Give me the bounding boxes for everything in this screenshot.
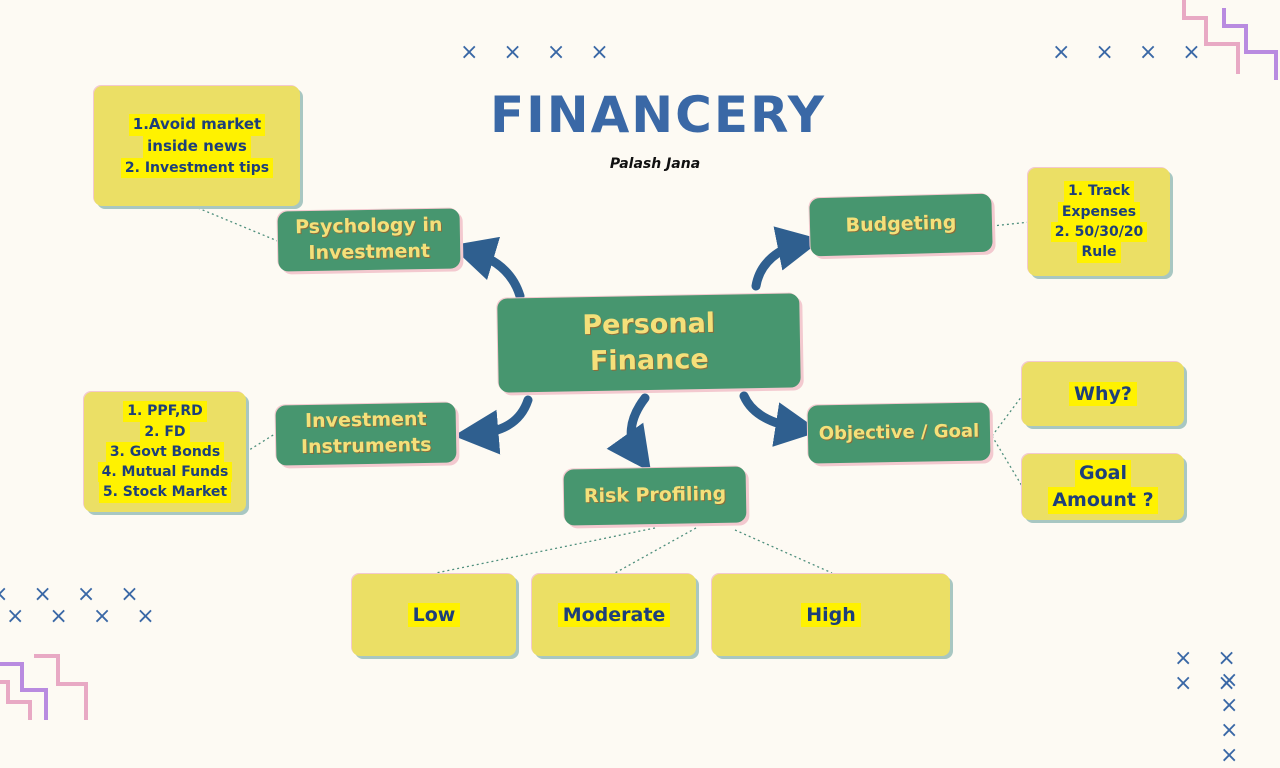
budgeting-tip-1: 1. Track [1064, 181, 1134, 202]
node-budgeting: Budgeting [809, 193, 993, 257]
connector-risk-high [734, 529, 833, 574]
decor-x-marks-left-2: × × × × [6, 604, 164, 629]
risk-profiling-label: Risk Profiling [583, 482, 727, 508]
node-objective-goal: Objective / Goal [807, 402, 991, 464]
note-psychology-tips: 1.Avoid market inside news 2. Investment… [94, 86, 300, 206]
risk-level-high: High [712, 574, 950, 656]
psychology-tip-2: 2. Investment tips [120, 157, 274, 178]
note-instruments-list: 1. PPF,RD 2. FD 3. Govt Bonds 4. Mutual … [84, 392, 246, 512]
instrument-item: 5. Stock Market [98, 482, 232, 503]
arrow-to-psychology [450, 236, 525, 301]
author-name: Palash Jana [609, 156, 701, 172]
node-risk-profiling: Risk Profiling [563, 466, 747, 526]
psychology-tip-1-cont: inside news [143, 135, 251, 158]
arrow-to-risk [606, 393, 652, 473]
central-node-personal-finance: Personal Finance [497, 293, 801, 393]
page-title: FINANCERY [490, 86, 826, 144]
connector-psychology-tips [197, 207, 281, 243]
corner-stripe-top-right [1182, 0, 1240, 74]
connector-instruments-list [245, 431, 279, 453]
risk-level-low: Low [352, 574, 516, 656]
corner-stripe-top-right-2 [1222, 8, 1278, 80]
risk-level-moderate-label: Moderate [557, 603, 671, 627]
objective-goal-label: Objective / Goal [818, 420, 980, 445]
decor-x-marks-top-right: × × × × [1052, 40, 1210, 65]
connector-risk-low [435, 527, 656, 574]
instrument-item: 1. PPF,RD [123, 401, 207, 422]
decor-x-marks-right-2: × × × × [1220, 668, 1248, 768]
diagram-connectors [0, 0, 1278, 720]
instruments-line1: Investment [304, 408, 427, 433]
connector-risk-moderate [614, 527, 697, 574]
instrument-item: 4. Mutual Funds [97, 462, 233, 483]
connector-objective-goal [991, 435, 1023, 487]
budgeting-tip-1-cont: Expenses [1057, 201, 1141, 222]
instrument-item: 3. Govt Bonds [105, 441, 225, 463]
central-node-line2: Finance [589, 343, 709, 378]
arrow-to-budgeting [751, 226, 823, 291]
risk-level-low-label: Low [407, 603, 461, 627]
budgeting-tip-2: 2. 50/30/20 [1050, 222, 1148, 243]
goal-amount-line1: Goal [1075, 460, 1131, 487]
psychology-tip-1: 1.Avoid market [128, 114, 266, 136]
psychology-line1: Psychology in [294, 214, 443, 239]
connector-budgeting-tips [991, 221, 1031, 227]
goal-amount-line2: Amount ? [1048, 487, 1158, 514]
central-node-line1: Personal [582, 307, 716, 341]
instruments-line2: Instruments [300, 433, 432, 459]
arrow-to-instruments [453, 395, 533, 455]
node-investment-instruments: Investment Instruments [275, 402, 457, 466]
objective-why-label: Why? [1069, 382, 1137, 406]
instrument-item: 2. FD [140, 421, 190, 442]
corner-stripe-bottom-left-3 [34, 654, 88, 720]
note-objective-why: Why? [1022, 362, 1184, 426]
note-goal-amount: Goal Amount ? [1022, 454, 1184, 520]
connector-objective-why [991, 395, 1023, 437]
corner-stripe-bottom-left [0, 662, 48, 720]
corner-stripe-bottom-left-2 [0, 680, 32, 720]
decor-x-marks-top-left: × × × × [460, 40, 618, 65]
psychology-line2: Investment [308, 239, 431, 265]
risk-level-moderate: Moderate [532, 574, 696, 656]
budgeting-tip-2-cont: Rule [1077, 242, 1121, 263]
node-psychology-in-investment: Psychology in Investment [277, 208, 461, 272]
decor-x-marks-left-1: × × × × [0, 582, 148, 607]
risk-level-high-label: High [801, 603, 861, 627]
arrow-to-objective [739, 391, 821, 447]
decor-x-marks-right-1: × × × × [1174, 646, 1245, 696]
budgeting-label: Budgeting [845, 211, 957, 237]
note-budgeting-tips: 1. Track Expenses 2. 50/30/20 Rule [1028, 168, 1170, 276]
